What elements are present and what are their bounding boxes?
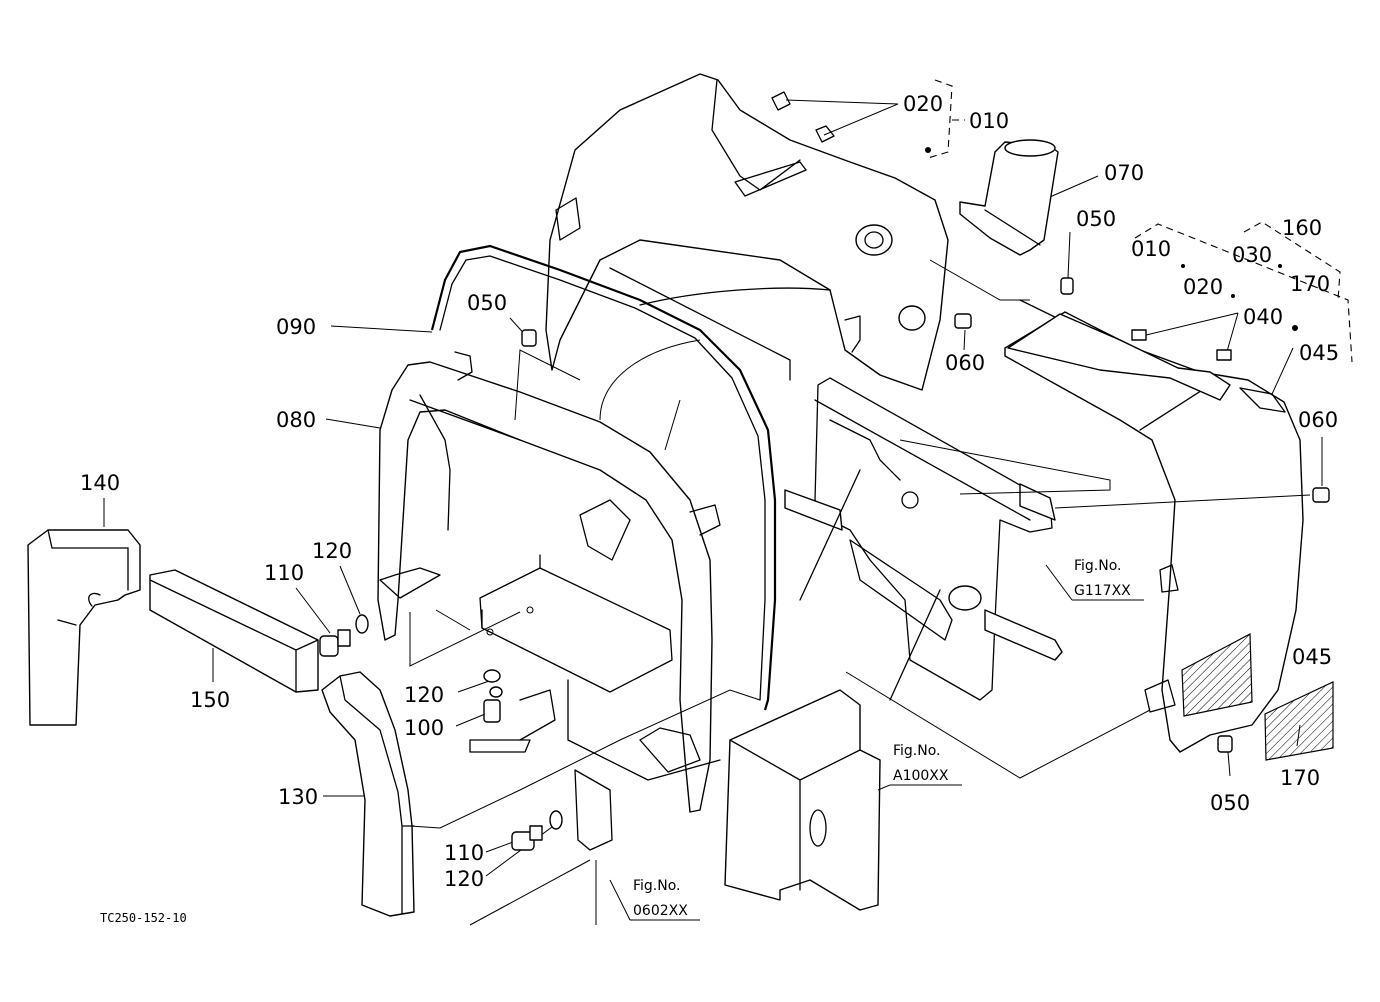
part-label: 060 — [1298, 408, 1338, 432]
part-label: 110 — [444, 841, 484, 865]
hardware-parts — [319, 329, 563, 851]
part-label: 090 — [276, 315, 316, 339]
part-label: 120 — [444, 867, 484, 891]
duct-part — [959, 139, 1059, 256]
figure-ref-code: A100XX — [893, 768, 949, 784]
frame-090-part — [430, 244, 777, 711]
part-label: 020 — [903, 92, 943, 116]
drawing-code: TC250-152-10 — [100, 911, 187, 925]
bracket-a100-part — [724, 689, 881, 911]
reflector-parts — [1181, 633, 1334, 761]
figure-ref-code: G117XX — [1074, 583, 1131, 599]
part-label: 070 — [1104, 161, 1144, 185]
part-label: 010 — [1131, 237, 1171, 261]
part-label: 060 — [945, 351, 985, 375]
part-label: 050 — [1076, 207, 1116, 231]
part-label: 030 — [1232, 243, 1272, 267]
plate-part — [1007, 313, 1232, 401]
part-label: 170 — [1290, 272, 1330, 296]
part-label: 010 — [969, 109, 1009, 133]
part-label: 080 — [276, 408, 316, 432]
pad-140-part — [27, 529, 141, 726]
part-label: 160 — [1282, 216, 1322, 240]
part-label: 130 — [278, 785, 318, 809]
guide-lines — [409, 259, 1311, 926]
pad-130-part — [321, 671, 415, 917]
figure-ref-label: Fig.No. — [633, 878, 681, 894]
main-cover-part — [545, 73, 949, 391]
part-labels: 020 010 070 050 160 010 030 020 170 040 … — [80, 92, 1339, 891]
part-label: 120 — [312, 539, 352, 563]
figure-reference-0602: Fig.No. 0602XX — [609, 878, 700, 921]
part-label: 140 — [80, 471, 120, 495]
part-label: 120 — [404, 683, 444, 707]
part-label: 170 — [1280, 766, 1320, 790]
part-label: 050 — [1210, 791, 1250, 815]
part-label: 150 — [190, 688, 230, 712]
figure-ref-label: Fig.No. — [1074, 558, 1122, 574]
part-label: 020 — [1183, 275, 1223, 299]
part-label: 045 — [1292, 645, 1332, 669]
bar-150-part — [149, 569, 319, 693]
bolt-parts-right — [954, 277, 1330, 753]
figure-ref-label: Fig.No. — [893, 743, 941, 759]
part-label: 050 — [467, 291, 507, 315]
part-label: 100 — [404, 716, 444, 740]
frame-080-part — [377, 351, 721, 813]
part-label: 045 — [1299, 341, 1339, 365]
bracket-g117-part — [784, 377, 1063, 701]
figure-ref-code: 0602XX — [633, 903, 688, 919]
figure-reference-a100: Fig.No. A100XX — [877, 743, 962, 791]
figure-reference-g117: Fig.No. G117XX — [1045, 558, 1144, 601]
part-label: 040 — [1243, 305, 1283, 329]
group-brackets — [925, 79, 1353, 363]
support-structure — [469, 554, 721, 851]
part-label: 110 — [264, 561, 304, 585]
